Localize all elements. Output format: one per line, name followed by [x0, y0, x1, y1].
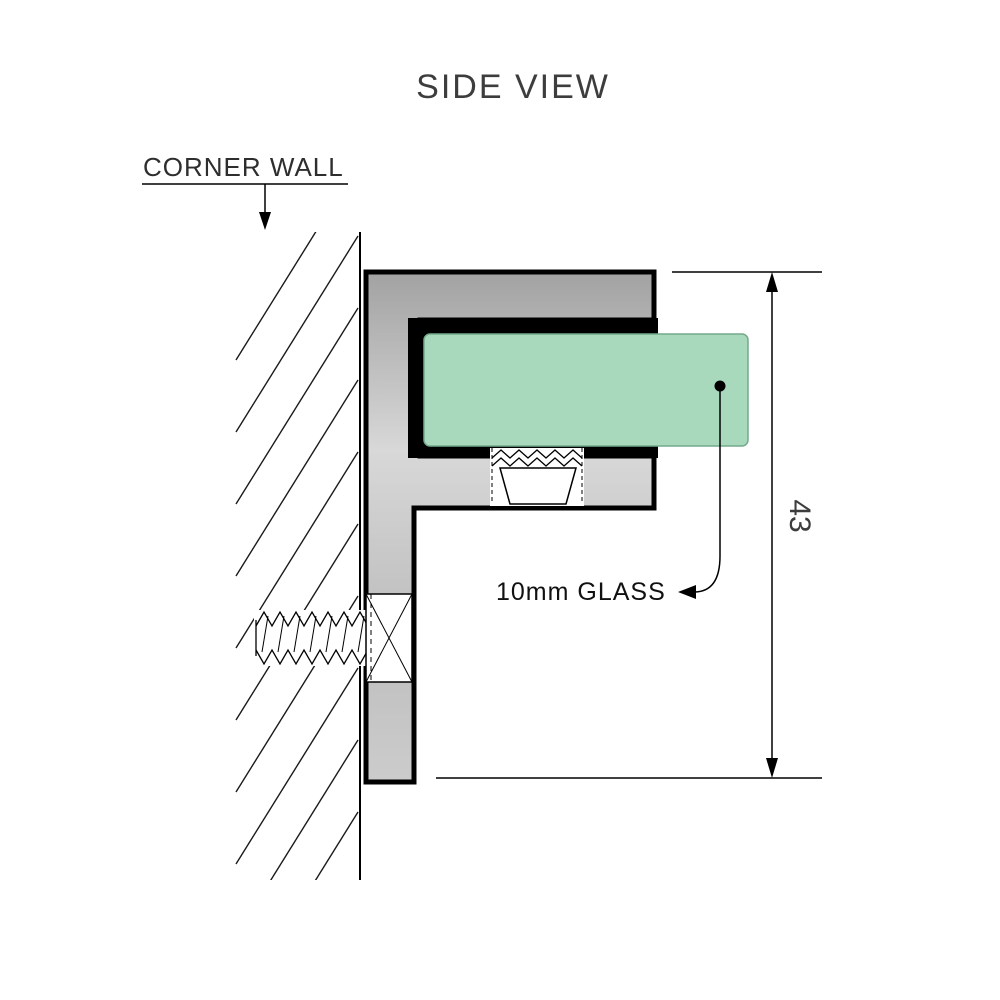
glass-panel [424, 334, 748, 446]
dimension-value: 43 [783, 499, 816, 532]
leader-dot-icon [714, 380, 726, 392]
wall-hatching [235, 232, 359, 880]
page-title: SIDE VIEW [416, 68, 610, 106]
wall-screw [254, 593, 413, 683]
dimension-arrow-bottom-icon [766, 758, 778, 778]
dimension-arrow-top-icon [766, 272, 778, 292]
screw-shank [254, 610, 368, 666]
dimension-43: 43 [436, 271, 822, 779]
grub-screw [490, 448, 584, 506]
screw-head [365, 593, 413, 683]
leader-arrowhead-icon [678, 585, 696, 599]
corner-wall-arrowhead-icon [259, 212, 271, 230]
corner-wall-label: CORNER WALL [143, 152, 344, 182]
glass-panel-edge [423, 333, 749, 447]
glass-label: 10mm GLASS [496, 578, 666, 606]
glass-callout: 10mm GLASS [496, 380, 726, 606]
leader-line [693, 391, 721, 593]
